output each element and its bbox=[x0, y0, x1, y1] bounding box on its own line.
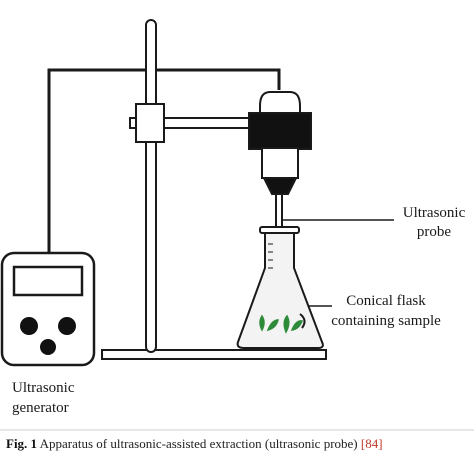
label-ultrasonic-generator-line1: Ultrasonic bbox=[12, 380, 75, 396]
generator-display bbox=[12, 265, 84, 297]
conical-flask bbox=[236, 231, 324, 349]
caption-text: Apparatus of ultrasonic-assisted extract… bbox=[37, 436, 361, 451]
caption-reference: [84] bbox=[361, 436, 383, 451]
generator-knob-right bbox=[58, 317, 76, 335]
label-ultrasonic-generator-line2: generator bbox=[12, 400, 69, 416]
label-conical-flask-line1: Conical flask bbox=[346, 293, 426, 309]
generator-knob-bottom bbox=[40, 339, 56, 355]
probe-clamp-block bbox=[248, 112, 312, 150]
generator-knob-left bbox=[20, 317, 38, 335]
flask-rim bbox=[259, 226, 300, 234]
probe-housing-top bbox=[259, 91, 301, 115]
connection-cable bbox=[47, 68, 281, 253]
plant-sample bbox=[259, 314, 304, 334]
label-ultrasonic-probe-line2: probe bbox=[417, 224, 451, 240]
caption-fig-number: Fig. 1 bbox=[6, 436, 37, 451]
probe-mid-section bbox=[261, 147, 299, 179]
stand-base bbox=[101, 349, 327, 360]
label-conical-flask-line2: containing sample bbox=[331, 313, 441, 329]
flask-graduations bbox=[268, 243, 273, 269]
probe-horn bbox=[262, 177, 298, 195]
sample-hook bbox=[299, 313, 306, 329]
figure-caption: Fig. 1 Apparatus of ultrasonic-assisted … bbox=[6, 436, 383, 451]
stand-rod bbox=[145, 19, 157, 353]
boss-clamp bbox=[135, 103, 165, 143]
label-ultrasonic-probe-line1: Ultrasonic bbox=[403, 205, 466, 221]
